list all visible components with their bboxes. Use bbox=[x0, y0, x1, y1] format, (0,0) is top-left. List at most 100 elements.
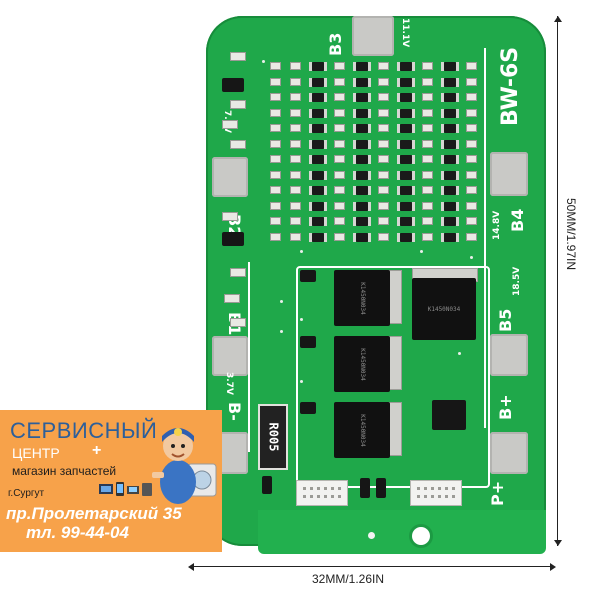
via bbox=[420, 250, 423, 253]
connector-pin bbox=[438, 487, 441, 490]
smd-resistor bbox=[378, 108, 389, 117]
connector-pin bbox=[310, 487, 313, 490]
connector-pin bbox=[317, 487, 320, 490]
solder-pad-right-2 bbox=[490, 334, 528, 376]
smd-component bbox=[309, 217, 327, 226]
connector-pin bbox=[338, 495, 341, 498]
smd-component bbox=[441, 139, 459, 149]
smd-component bbox=[353, 139, 371, 149]
smd-resistor bbox=[466, 124, 477, 132]
smd-resistor bbox=[222, 120, 238, 129]
smd-component bbox=[397, 124, 415, 133]
smd-resistor bbox=[378, 170, 389, 179]
smd-resistor bbox=[378, 124, 389, 132]
smd-component bbox=[309, 186, 327, 195]
smd-component bbox=[397, 170, 415, 180]
smd-component bbox=[309, 139, 327, 149]
technician-mascot-icon bbox=[152, 428, 217, 504]
shunt-resistor: R005 bbox=[258, 404, 288, 470]
mounting-hole bbox=[412, 527, 430, 545]
connector-pin bbox=[438, 495, 441, 498]
smd-component bbox=[441, 186, 459, 195]
cell-label-b3: B3 bbox=[326, 32, 345, 56]
smd-resistor bbox=[422, 108, 433, 117]
mosfet-2: K1450N034 bbox=[334, 336, 390, 392]
smd-component bbox=[397, 217, 415, 226]
balance-connector-right bbox=[410, 480, 462, 506]
smd-component bbox=[309, 93, 327, 102]
smd-resistor bbox=[270, 139, 281, 148]
smd-component bbox=[309, 155, 327, 164]
smd-resistor bbox=[290, 108, 301, 117]
smd-component bbox=[441, 77, 459, 87]
smd-resistor bbox=[230, 52, 246, 61]
smd-resistor bbox=[290, 170, 301, 179]
smd-resistor bbox=[466, 170, 477, 179]
voltage-mark-3v: 3.7V bbox=[224, 372, 234, 395]
smd-component bbox=[353, 201, 371, 211]
smd-resistor bbox=[422, 93, 433, 101]
smd-component bbox=[353, 62, 371, 71]
sot-chip-2 bbox=[300, 336, 316, 348]
smd-resistor bbox=[290, 201, 301, 210]
smd-resistor bbox=[334, 232, 345, 241]
devices-icon bbox=[99, 482, 152, 496]
smd-component bbox=[309, 108, 327, 118]
solder-pad-right-1 bbox=[490, 152, 528, 196]
width-arrow-left bbox=[188, 563, 194, 571]
smd-resistor bbox=[378, 201, 389, 210]
connector-pin bbox=[445, 495, 448, 498]
mosfet-tab-2 bbox=[388, 336, 402, 390]
banner-address: пр.Пролетарский 35 bbox=[6, 504, 182, 523]
smd-resistor bbox=[290, 124, 301, 132]
via bbox=[300, 318, 303, 321]
smd-component bbox=[353, 170, 371, 180]
smd-resistor bbox=[334, 186, 345, 194]
mosfet-3-marking: K1450N034 bbox=[358, 413, 366, 447]
connector-pin bbox=[324, 487, 327, 490]
smd-resistor bbox=[270, 201, 281, 210]
smd-resistor bbox=[270, 232, 281, 241]
connector-pin bbox=[452, 487, 455, 490]
sot-chip-3 bbox=[300, 402, 316, 414]
smd-component bbox=[397, 62, 415, 71]
height-label: 50MM/1.97IN bbox=[564, 198, 578, 271]
mosfet-4: K1450N034 bbox=[412, 278, 476, 340]
smd-component bbox=[397, 139, 415, 149]
voltage-mark-18v: 18.5V bbox=[512, 266, 522, 296]
voltage-mark-11v: 11.1V bbox=[400, 18, 410, 48]
connector-pin bbox=[424, 487, 427, 490]
smd-component bbox=[441, 170, 459, 180]
mosfet-1-marking: K1450N034 bbox=[358, 281, 366, 315]
silk-outline-left bbox=[248, 262, 256, 452]
smd-resistor bbox=[334, 155, 345, 163]
smd-component bbox=[309, 124, 327, 133]
smd-resistor bbox=[270, 186, 281, 194]
solder-pad-b3 bbox=[352, 16, 394, 56]
banner-subtitle: ЦЕНТР bbox=[12, 445, 60, 461]
banner-city: г.Сургут bbox=[8, 488, 45, 499]
smd-resistor bbox=[378, 217, 389, 225]
smd-component bbox=[353, 124, 371, 133]
via bbox=[470, 256, 473, 259]
height-arrow-bottom bbox=[554, 540, 562, 546]
smd-resistor bbox=[334, 139, 345, 148]
smd-component bbox=[441, 232, 459, 242]
via bbox=[280, 330, 283, 333]
via bbox=[300, 250, 303, 253]
mosfet-2-marking: K1450N034 bbox=[358, 347, 366, 381]
smd-resistor bbox=[230, 268, 246, 277]
smd-resistor bbox=[334, 108, 345, 117]
smd-resistor bbox=[270, 93, 281, 101]
smd-resistor bbox=[270, 170, 281, 179]
cell-label-b5: B5 bbox=[496, 308, 515, 332]
solder-pad-right-3 bbox=[490, 432, 528, 474]
mosfet-4-marking: K1450N034 bbox=[427, 305, 461, 313]
banner-plus: + bbox=[92, 442, 102, 459]
smd-resistor bbox=[466, 93, 477, 101]
smd-resistor bbox=[466, 62, 477, 70]
connector-pin bbox=[445, 487, 448, 490]
connector-pin bbox=[417, 487, 420, 490]
smd-resistor bbox=[466, 77, 477, 86]
cell-label-b4: B4 bbox=[508, 208, 527, 232]
